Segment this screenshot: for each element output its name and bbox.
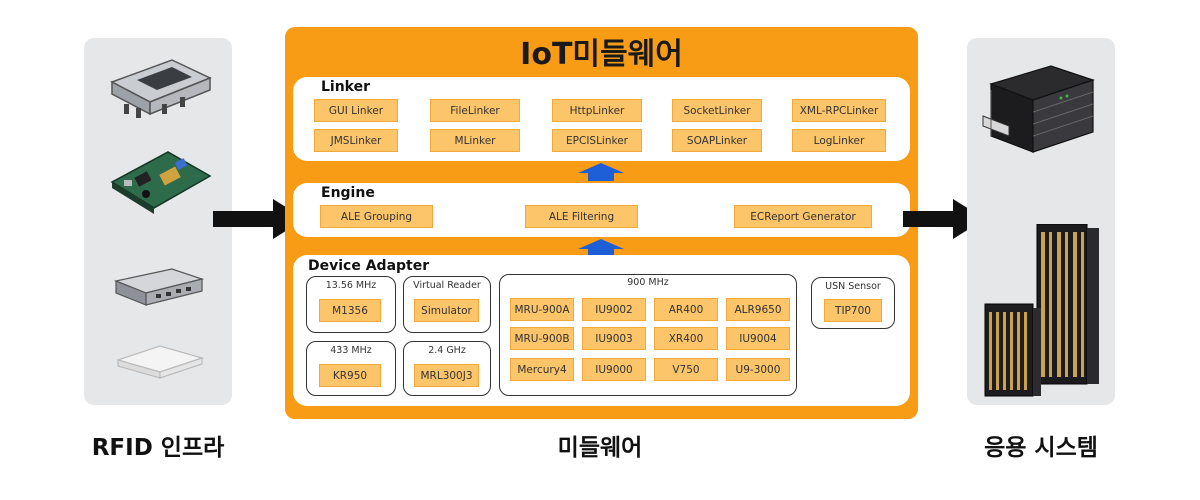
uhf-cell: U9-3000 bbox=[726, 358, 790, 381]
usn-cell: TIP700 bbox=[824, 299, 882, 322]
linker-cell: HttpLinker bbox=[552, 99, 642, 122]
circuit-board-icon bbox=[110, 151, 212, 214]
virtual-reader-group: Virtual Reader Simulator bbox=[403, 276, 491, 333]
server-cabinet-icon bbox=[984, 224, 1099, 397]
rfid-reader-icon bbox=[110, 59, 212, 118]
iot-middleware-panel: IoT미들웨어 Linker GUI Linker FileLinker Htt… bbox=[285, 27, 918, 419]
f433-group: 433 MHz KR950 bbox=[306, 341, 396, 396]
uhf-cell: Mercury4 bbox=[510, 358, 574, 381]
virtual-reader-cell: Simulator bbox=[414, 299, 479, 322]
rfid-infrastructure-label: RFID 인프라 bbox=[91, 435, 225, 461]
engine-cell: ECReport Generator bbox=[734, 205, 872, 228]
middleware-label: 미들웨어 bbox=[557, 435, 643, 461]
application-system-label: 응용 시스템 bbox=[984, 435, 1098, 461]
rfid-infrastructure-panel bbox=[84, 38, 232, 405]
uhf-cell: XR400 bbox=[654, 327, 718, 350]
linker-cell: LogLinker bbox=[792, 129, 886, 152]
usn-group: USN Sensor TIP700 bbox=[811, 277, 895, 329]
linker-cell: JMSLinker bbox=[314, 129, 398, 152]
device-adapter-title: Device Adapter bbox=[308, 258, 430, 274]
engine-title: Engine bbox=[321, 185, 375, 201]
linker-cell: XML-RPCLinker bbox=[792, 99, 886, 122]
linker-title: Linker bbox=[321, 79, 371, 95]
f433-cell: KR950 bbox=[319, 364, 381, 387]
f24-group: 2.4 GHz MRL300J3 bbox=[403, 341, 491, 396]
linker-cell: FileLinker bbox=[430, 99, 520, 122]
linker-cell: EPCISLinker bbox=[552, 129, 642, 152]
engine-cell: ALE Filtering bbox=[525, 205, 638, 228]
uhf-cell: IU9003 bbox=[582, 327, 646, 350]
engine-section: Engine ALE Grouping ALE Filtering ECRepo… bbox=[293, 183, 910, 237]
application-system-panel bbox=[967, 38, 1115, 405]
uhf-cell: MRU-900B bbox=[510, 327, 574, 350]
uhf-cell: AR400 bbox=[654, 298, 718, 321]
device-adapter-section: Device Adapter 13.56 MHz M1356 Virtual R… bbox=[293, 255, 910, 406]
linker-cell: SocketLinker bbox=[672, 99, 762, 122]
middleware-title: IoT미들웨어 bbox=[520, 37, 683, 72]
uhf-group: 900 MHz MRU-900A IU9002 AR400 ALR9650 MR… bbox=[499, 274, 797, 396]
up-arrow-icon bbox=[578, 163, 624, 181]
hf-cell: M1356 bbox=[319, 299, 381, 322]
virtual-reader-label: Virtual Reader bbox=[413, 280, 481, 291]
f24-label: 2.4 GHz bbox=[428, 345, 466, 356]
usn-label: USN Sensor bbox=[825, 281, 881, 292]
up-arrow-icon bbox=[578, 239, 624, 257]
server-rack-icon bbox=[982, 65, 1095, 153]
linker-cell: GUI Linker bbox=[314, 99, 398, 122]
linker-cell: MLinker bbox=[430, 129, 520, 152]
linker-section: Linker GUI Linker FileLinker HttpLinker … bbox=[293, 77, 910, 161]
uhf-cell: ALR9650 bbox=[726, 298, 790, 321]
uhf-cell: V750 bbox=[654, 358, 718, 381]
uhf-cell: MRU-900A bbox=[510, 298, 574, 321]
hf-label: 13.56 MHz bbox=[325, 280, 377, 291]
white-router-icon bbox=[115, 345, 205, 379]
uhf-label: 900 MHz bbox=[627, 277, 669, 288]
engine-cell: ALE Grouping bbox=[320, 205, 433, 228]
uhf-cell: IU9002 bbox=[582, 298, 646, 321]
f433-label: 433 MHz bbox=[330, 345, 372, 356]
uhf-cell: IU9004 bbox=[726, 327, 790, 350]
f24-cell: MRL300J3 bbox=[414, 364, 479, 387]
linker-cell: SOAPLinker bbox=[672, 129, 762, 152]
hf-group: 13.56 MHz M1356 bbox=[306, 276, 396, 333]
uhf-cell: IU9000 bbox=[582, 358, 646, 381]
network-switch-icon bbox=[113, 268, 205, 306]
